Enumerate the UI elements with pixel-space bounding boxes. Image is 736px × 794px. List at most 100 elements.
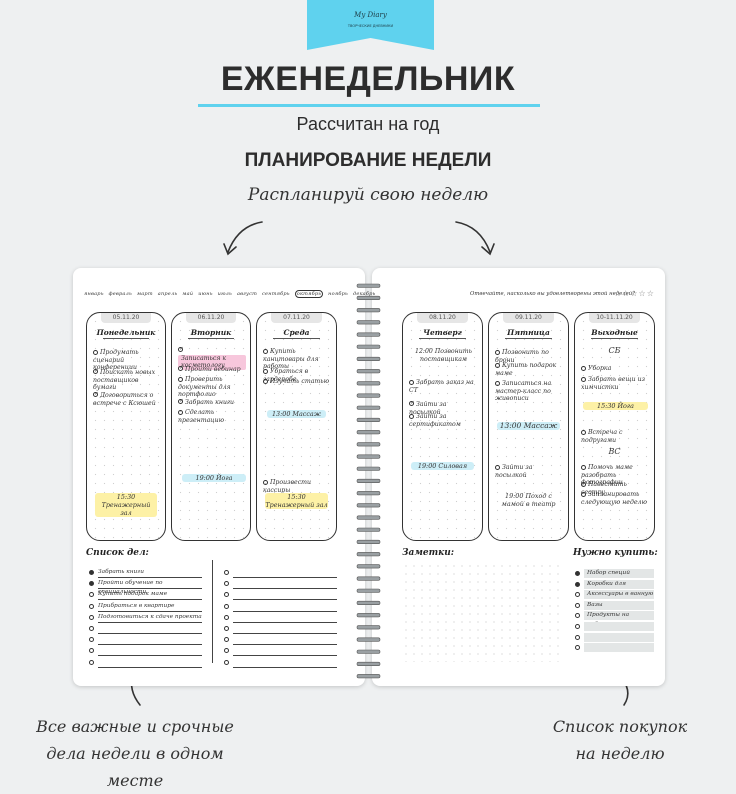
checkbox-checked-icon[interactable]: [575, 581, 580, 587]
checkbox-icon[interactable]: [89, 648, 94, 654]
todo-item[interactable]: [224, 635, 337, 646]
checkbox-checked-icon[interactable]: [178, 347, 183, 352]
checkbox-icon[interactable]: [224, 603, 229, 609]
month-item[interactable]: июль: [217, 291, 232, 297]
task-item[interactable]: Сделать презентацию: [178, 409, 225, 424]
checkbox-icon[interactable]: [263, 379, 268, 384]
task-item[interactable]: Записаться к косметологу: [178, 347, 246, 370]
checkbox-icon[interactable]: [495, 350, 500, 355]
checkbox-icon[interactable]: [224, 592, 229, 598]
checkbox-checked-icon[interactable]: [178, 366, 183, 371]
checkbox-icon[interactable]: [224, 648, 229, 654]
checkbox-icon[interactable]: [581, 366, 586, 371]
checkbox-checked-icon[interactable]: [93, 392, 98, 397]
checkbox-icon[interactable]: [581, 377, 586, 382]
month-item[interactable]: апрель: [157, 291, 178, 297]
checkbox-icon[interactable]: [89, 592, 94, 598]
task-item[interactable]: Забрать книги: [178, 399, 246, 407]
month-item[interactable]: март: [136, 291, 153, 297]
checkbox-icon[interactable]: [263, 369, 268, 374]
shopping-item[interactable]: [575, 622, 654, 631]
todo-item[interactable]: [224, 646, 337, 657]
task-item[interactable]: Купить канцтовары для работы: [263, 348, 319, 370]
month-item[interactable]: июнь: [198, 291, 213, 297]
task-item[interactable]: Проверить документы для портфолио: [178, 376, 231, 398]
task-item[interactable]: Купить подарок маме: [495, 362, 557, 377]
notes-area[interactable]: [402, 562, 564, 662]
task-item[interactable]: Позвонить по брони: [495, 349, 549, 364]
task-item[interactable]: Забрать вещи из химчистки: [581, 376, 645, 391]
task-item[interactable]: 12:00 Позвонить поставщикам: [415, 348, 472, 363]
todo-item[interactable]: [89, 658, 202, 668]
checkbox-icon[interactable]: [89, 614, 94, 620]
todo-item[interactable]: [89, 635, 202, 646]
checkbox-icon[interactable]: [89, 637, 94, 643]
todo-item[interactable]: Купить подарок маме: [89, 590, 202, 601]
checkbox-icon[interactable]: [178, 410, 183, 415]
checkbox-icon[interactable]: [581, 465, 586, 470]
checkbox-icon[interactable]: [409, 414, 414, 419]
checkbox-icon[interactable]: [575, 624, 580, 629]
month-item[interactable]: декабрь: [352, 291, 376, 297]
task-item[interactable]: Изучить статью: [263, 378, 332, 386]
checkbox-icon[interactable]: [575, 634, 580, 640]
checkbox-icon[interactable]: [93, 350, 98, 355]
task-item[interactable]: Произвести кассиры: [263, 479, 312, 494]
todo-item[interactable]: [224, 613, 337, 623]
checkbox-icon[interactable]: [224, 659, 229, 665]
month-item[interactable]: октябрь: [294, 290, 324, 298]
shopping-item[interactable]: [575, 632, 654, 642]
todo-item[interactable]: [224, 602, 337, 612]
todo-item[interactable]: Прибраться в квартире: [89, 602, 202, 612]
month-item[interactable]: февраль: [108, 291, 132, 297]
checkbox-icon[interactable]: [575, 645, 580, 651]
checkbox-icon[interactable]: [409, 380, 414, 385]
checkbox-icon[interactable]: [89, 659, 94, 665]
checkbox-checked-icon[interactable]: [575, 571, 580, 576]
checkbox-icon[interactable]: [575, 592, 580, 598]
checkbox-icon[interactable]: [263, 349, 268, 354]
checkbox-icon[interactable]: [495, 363, 500, 368]
checkbox-icon[interactable]: [495, 465, 500, 470]
task-item[interactable]: Записаться на мастер-класс по живописи: [495, 380, 552, 402]
task-item[interactable]: Поискать новых поставщиков бумаги: [93, 369, 161, 392]
todo-item[interactable]: [224, 590, 337, 601]
task-item[interactable]: Зайти за посылкой: [495, 464, 533, 479]
shopping-item[interactable]: Вазы: [575, 600, 654, 610]
checkbox-icon[interactable]: [178, 377, 183, 382]
task-item[interactable]: Встреча с подругами: [581, 429, 623, 444]
task-item[interactable]: Убраться в гардеробе: [263, 368, 309, 383]
checkbox-checked-icon[interactable]: [409, 401, 414, 406]
task-item[interactable]: Уборка: [581, 365, 650, 373]
checkbox-icon[interactable]: [581, 430, 586, 435]
todo-item[interactable]: [89, 646, 202, 657]
todo-item[interactable]: Забрать книги: [89, 568, 202, 578]
checkbox-icon[interactable]: [224, 581, 229, 587]
task-item[interactable]: Договориться о встрече с Ксюшей: [93, 392, 161, 407]
todo-item[interactable]: [224, 624, 337, 634]
task-item[interactable]: Зайти за посылкой: [409, 401, 478, 416]
checkbox-icon[interactable]: [224, 570, 229, 575]
todo-item[interactable]: [224, 579, 337, 590]
task-item[interactable]: Зайти за сертификатом: [409, 413, 461, 428]
task-item[interactable]: Запланировать следующую неделю: [581, 491, 647, 506]
month-item[interactable]: август: [236, 291, 258, 297]
todo-item[interactable]: Пройти обучение по специальности: [89, 579, 202, 595]
task-item[interactable]: Пройти вебинар: [178, 366, 246, 374]
shopping-item[interactable]: [575, 643, 654, 653]
shopping-item[interactable]: Коробки для хранения: [575, 579, 654, 596]
todo-item[interactable]: [224, 568, 337, 578]
checkbox-icon[interactable]: [575, 613, 580, 619]
todo-item[interactable]: Подготовиться к сдаче проекта: [89, 613, 202, 623]
checkbox-checked-icon[interactable]: [93, 369, 98, 374]
month-item[interactable]: ноябрь: [328, 291, 348, 297]
todo-item[interactable]: [89, 624, 202, 634]
checkbox-checked-icon[interactable]: [89, 570, 94, 575]
month-item[interactable]: май: [182, 291, 194, 297]
checkbox-icon[interactable]: [495, 381, 500, 386]
checkbox-icon[interactable]: [263, 480, 268, 485]
checkbox-icon[interactable]: [89, 626, 94, 631]
task-item[interactable]: Забрать заказ на СТ: [409, 379, 474, 394]
month-item[interactable]: январь: [84, 291, 104, 297]
shopping-item[interactable]: Продукты на неделю: [575, 611, 654, 627]
